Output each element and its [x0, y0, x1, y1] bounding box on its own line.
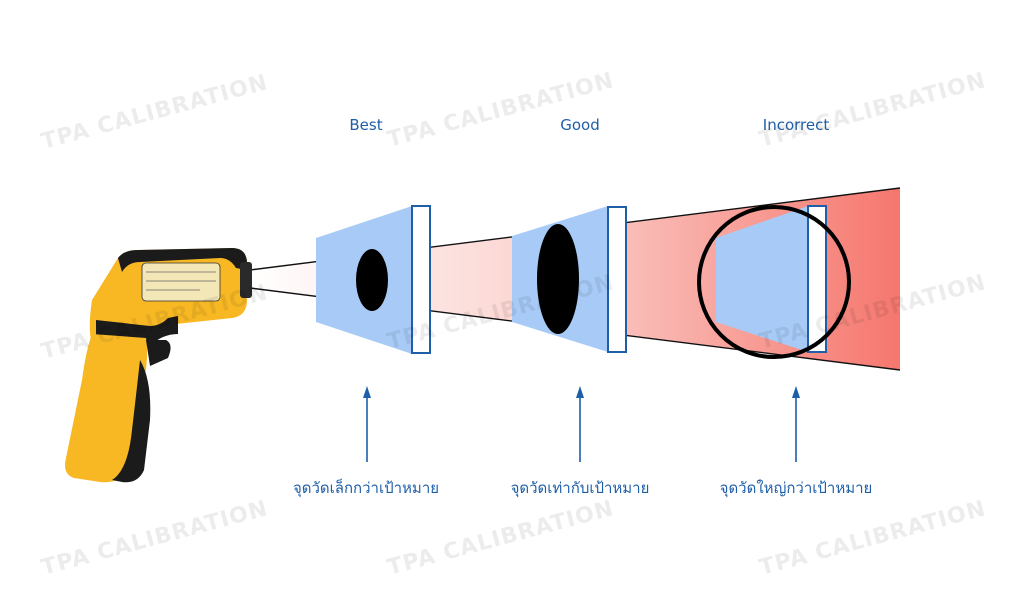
spot-incorrect: [697, 205, 851, 359]
label-best: Best: [349, 116, 383, 134]
arrow-best: [363, 386, 371, 462]
spot-best: [356, 249, 388, 311]
arrow-incorrect: [792, 386, 800, 462]
target-incorrect: [697, 205, 851, 359]
label-incorrect: Incorrect: [762, 116, 830, 134]
label-good: Good: [560, 116, 600, 134]
display-panel: [141, 262, 221, 302]
caption-good: จุดวัดเท่ากับเป้าหมาย: [510, 479, 650, 497]
caption-incorrect: จุดวัดใหญ่กว่าเป้าหมาย: [719, 479, 873, 497]
caption-best: จุดวัดเล็กกว่าเป้าหมาย: [292, 479, 440, 497]
arrow-good: [576, 386, 584, 462]
spot-good: [537, 224, 579, 334]
target-good: [512, 206, 627, 353]
target-best: [316, 205, 431, 354]
infrared-thermometer: [65, 248, 252, 483]
